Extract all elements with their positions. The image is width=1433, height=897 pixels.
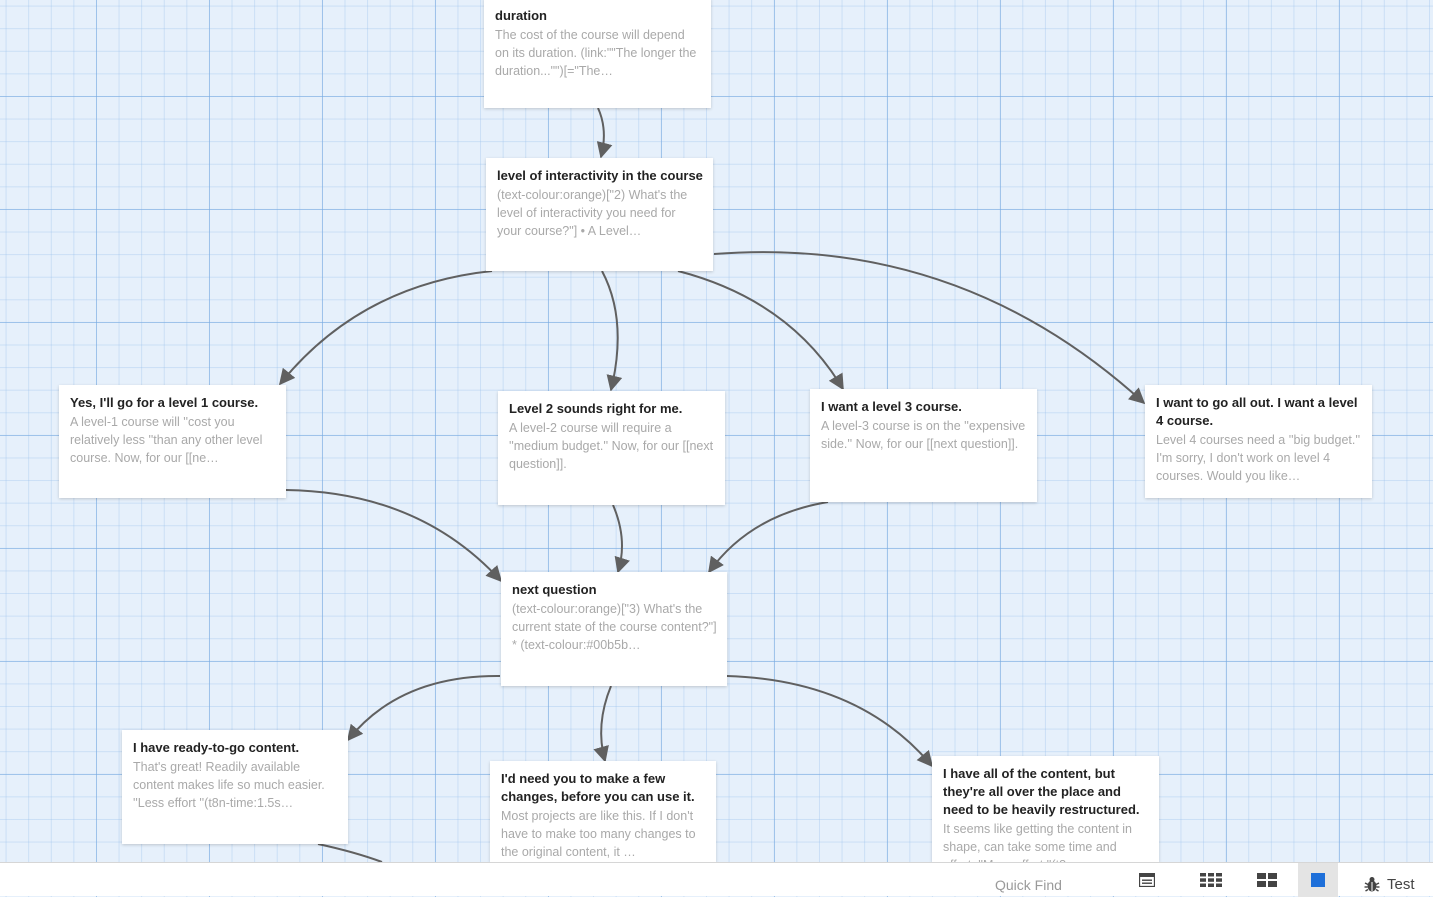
link-next-to-ready xyxy=(346,674,501,742)
passage-title: I have all of the content, but they're a… xyxy=(943,766,1140,817)
passage-card[interactable]: I have ready-to-go content. That's great… xyxy=(122,730,348,844)
passage-excerpt: A level-2 course will require a ''medium… xyxy=(509,421,714,471)
link-next-to-changes xyxy=(593,685,612,763)
list-detail-icon xyxy=(1139,873,1155,887)
passage-excerpt: A level-1 course will ''cost you relativ… xyxy=(70,415,263,465)
passage-excerpt: Level 4 courses need a ''big budget.'' I… xyxy=(1156,433,1361,483)
passage-card[interactable]: duration The cost of the course will dep… xyxy=(484,0,711,108)
passage-card[interactable]: level of interactivity in the course (te… xyxy=(486,158,713,271)
passage-card[interactable]: I want to go all out. I want a level 4 c… xyxy=(1145,385,1372,498)
passage-title: I'd need you to make a few changes, befo… xyxy=(501,771,695,804)
passage-title: I want a level 3 course. xyxy=(821,399,962,414)
passage-excerpt: The cost of the course will depend on it… xyxy=(495,28,697,78)
bug-icon xyxy=(1364,877,1380,892)
test-label: Test xyxy=(1387,875,1415,893)
passage-excerpt: A level-3 course is on the ''expensive s… xyxy=(821,419,1026,451)
passage-excerpt: (text-colour:orange)["3) What's the curr… xyxy=(512,602,717,652)
zoom-structure-button[interactable] xyxy=(1247,863,1287,897)
link-level3-to-next xyxy=(708,501,829,574)
link-interactivity-to-level2 xyxy=(601,270,623,392)
link-ready-offscreen xyxy=(317,843,383,863)
zoom-titles-only-button[interactable] xyxy=(1191,863,1231,897)
zoom-overview-button[interactable] xyxy=(1298,863,1338,897)
passage-card[interactable]: I'd need you to make a few changes, befo… xyxy=(490,761,716,862)
link-level1-to-next xyxy=(285,489,503,583)
zoom-titles-excerpts-button[interactable] xyxy=(1127,863,1167,897)
passage-excerpt: It seems like getting the content in sha… xyxy=(943,822,1132,862)
story-toolbar: Test xyxy=(0,862,1433,897)
passage-title: Level 2 sounds right for me. xyxy=(509,401,683,416)
passage-card[interactable]: I have all of the content, but they're a… xyxy=(932,756,1159,862)
test-story-button[interactable]: Test xyxy=(1355,863,1433,897)
link-level2-to-next xyxy=(612,504,630,574)
link-interactivity-to-level4 xyxy=(713,251,1146,405)
passage-card[interactable]: Yes, I'll go for a level 1 course. A lev… xyxy=(59,385,286,498)
passage-card[interactable]: Level 2 sounds right for me. A level-2 c… xyxy=(498,391,725,505)
grid-medium-icon xyxy=(1257,873,1277,887)
square-icon xyxy=(1311,873,1325,887)
link-next-to-restructure xyxy=(726,675,934,768)
passage-title: I want to go all out. I want a level 4 c… xyxy=(1156,395,1358,428)
quick-find-input[interactable] xyxy=(985,867,1110,893)
passage-excerpt: Most projects are like this. If I don't … xyxy=(501,809,696,859)
passage-title: Yes, I'll go for a level 1 course. xyxy=(70,395,259,410)
passage-excerpt: That's great! Readily available content … xyxy=(133,760,325,810)
grid-small-icon xyxy=(1200,873,1222,887)
passage-title: I have ready-to-go content. xyxy=(133,740,300,755)
link-duration-to-interactivity xyxy=(596,107,613,159)
passage-excerpt: (text-colour:orange)["2) What's the leve… xyxy=(497,188,688,238)
link-interactivity-to-level3 xyxy=(677,270,844,391)
passage-title: duration xyxy=(495,8,547,23)
quick-find xyxy=(985,863,1110,897)
passage-title: next question xyxy=(512,582,597,597)
passage-card[interactable]: I want a level 3 course. A level-3 cours… xyxy=(810,389,1037,502)
link-interactivity-to-level1 xyxy=(278,270,493,386)
passage-card[interactable]: next question (text-colour:orange)["3) W… xyxy=(501,572,727,686)
passage-title: level of interactivity in the course xyxy=(497,168,703,183)
